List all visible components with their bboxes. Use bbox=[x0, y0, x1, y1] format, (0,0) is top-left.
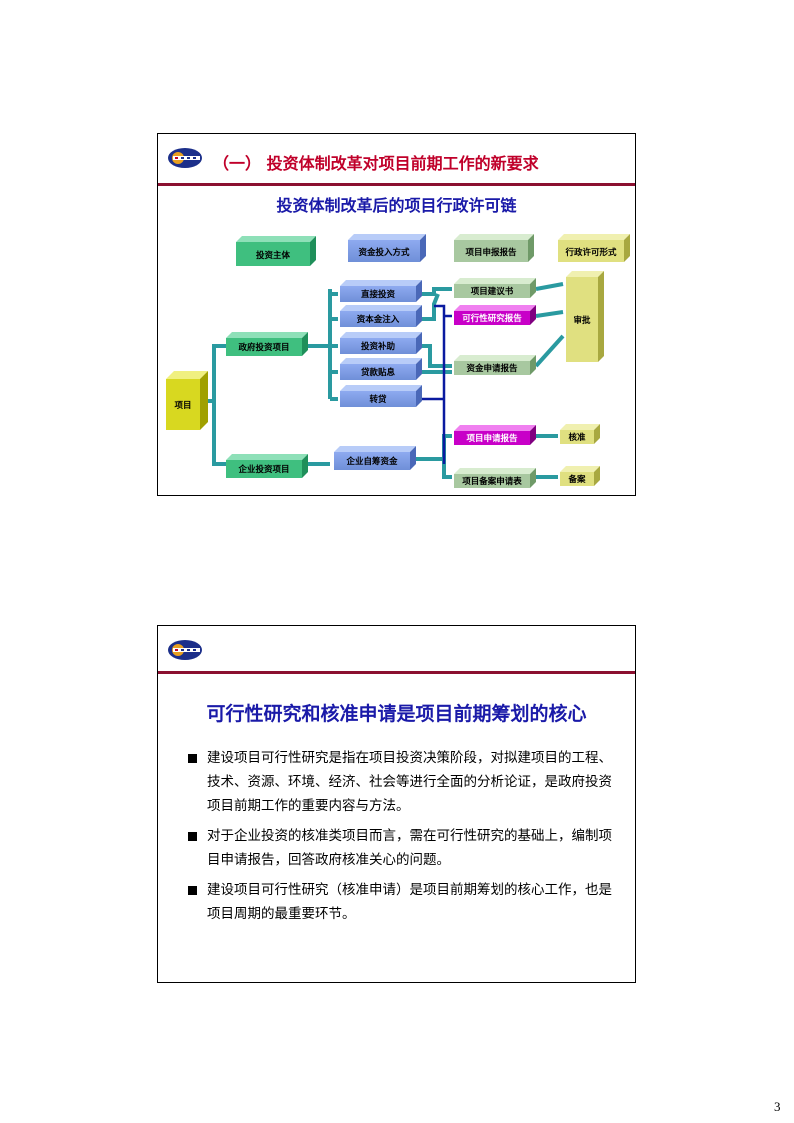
subject-label: 政府投资项目 bbox=[238, 342, 289, 353]
header-rule bbox=[158, 183, 635, 186]
funding-label: 资本金注入 bbox=[357, 314, 400, 325]
page-number: 3 bbox=[774, 1099, 781, 1114]
bullet-list: 建设项目可行性研究是指在项目投资决策阶段，对拟建项目的工程、技术、资源、环境、经… bbox=[186, 746, 616, 932]
permit-box-verify: 核准 bbox=[560, 424, 600, 444]
funding-boxes: 直接投资 资本金注入 投资补助 贷款贴息 bbox=[334, 280, 422, 470]
bullet-item: 对于企业投资的核准类项目而言，需在可行性研究的基础上，编制项目申请报告，回答政府… bbox=[186, 824, 616, 872]
slide-heading: 可行性研究和核准申请是项目前期筹划的核心 bbox=[206, 703, 587, 725]
report-box: 项目申请报告 bbox=[454, 425, 536, 445]
slide-title: （一） 投资体制改革对项目前期工作的新要求 bbox=[213, 154, 539, 173]
slide-header bbox=[158, 626, 635, 676]
header-box-permit: 行政许可形式 bbox=[558, 234, 630, 262]
report-box: 可行性研究报告 bbox=[454, 305, 536, 325]
header-box-investor: 投资主体 bbox=[236, 236, 316, 266]
subject-label: 企业投资项目 bbox=[237, 464, 289, 475]
header-row: 投资主体 资金投入方式 项目申报报告 行政许可形式 bbox=[236, 234, 630, 266]
funding-box: 资本金注入 bbox=[340, 305, 422, 327]
report-box: 项目备案申请表 bbox=[454, 468, 536, 488]
funding-label: 直接投资 bbox=[361, 289, 396, 300]
report-box: 资金申请报告 bbox=[454, 355, 536, 375]
funding-label: 贷款贴息 bbox=[361, 367, 396, 378]
bullet-item: 建设项目可行性研究是指在项目投资决策阶段，对拟建项目的工程、技术、资源、环境、经… bbox=[186, 746, 616, 818]
connector-lines bbox=[208, 282, 565, 479]
report-boxes: 项目建议书 可行性研究报告 资金申请报告 项目申请报告 bbox=[454, 278, 536, 488]
slide-2: 可行性研究和核准申请是项目前期筹划的核心 建设项目可行性研究是指在项目投资决策阶… bbox=[157, 625, 636, 983]
permit-label: 核准 bbox=[568, 432, 586, 443]
header-box-report: 项目申报报告 bbox=[454, 234, 534, 262]
root-label: 项目 bbox=[174, 401, 191, 411]
permit-chain-diagram: 投资主体 资金投入方式 项目申报报告 行政许可形式 bbox=[166, 234, 630, 488]
slide-header: （一） 投资体制改革对项目前期工作的新要求 bbox=[158, 134, 635, 186]
funding-box: 贷款贴息 bbox=[340, 358, 422, 380]
funding-box: 投资补助 bbox=[340, 332, 422, 354]
subject-box-gov: 政府投资项目 bbox=[226, 332, 308, 356]
report-label: 资金申请报告 bbox=[466, 363, 518, 374]
logo-icon bbox=[168, 640, 202, 660]
header-rule bbox=[158, 671, 635, 674]
permit-box-approval: 审批 bbox=[566, 271, 604, 362]
funding-box: 企业自筹资金 bbox=[334, 446, 416, 470]
root-box: 项目 bbox=[166, 371, 208, 430]
permit-label: 审批 bbox=[573, 315, 591, 326]
subject-box-enterprise: 企业投资项目 bbox=[226, 454, 308, 478]
header-box-funding: 资金投入方式 bbox=[348, 234, 426, 262]
funding-label: 企业自筹资金 bbox=[345, 456, 398, 467]
permit-boxes: 审批 核准 备案 bbox=[560, 271, 604, 486]
diagram-title: 投资体制改革后的项目行政许可链 bbox=[276, 196, 517, 215]
permit-label: 备案 bbox=[567, 474, 586, 485]
report-label: 项目备案申请表 bbox=[462, 476, 522, 487]
header-label: 资金投入方式 bbox=[358, 247, 410, 258]
header-label: 行政许可形式 bbox=[564, 247, 617, 258]
header-label: 项目申报报告 bbox=[465, 247, 517, 258]
report-label: 项目建议书 bbox=[471, 286, 514, 297]
permit-box-record: 备案 bbox=[560, 466, 600, 486]
bullet-item: 建设项目可行性研究（核准申请）是项目前期筹划的核心工作，也是项目周期的最重要环节… bbox=[186, 878, 616, 926]
funding-box: 直接投资 bbox=[340, 280, 422, 302]
blue-connector-lines bbox=[422, 304, 452, 464]
funding-label: 投资补助 bbox=[361, 341, 396, 352]
report-box: 项目建议书 bbox=[454, 278, 536, 298]
report-label: 可行性研究报告 bbox=[462, 313, 522, 324]
slide-1: （一） 投资体制改革对项目前期工作的新要求 投资体制改革后的项目行政许可链 bbox=[157, 133, 636, 496]
funding-box: 转贷 bbox=[340, 385, 422, 407]
funding-label: 转贷 bbox=[369, 394, 387, 405]
header-label: 投资主体 bbox=[256, 250, 291, 261]
logo-icon bbox=[168, 148, 202, 168]
report-label: 项目申请报告 bbox=[466, 433, 518, 444]
